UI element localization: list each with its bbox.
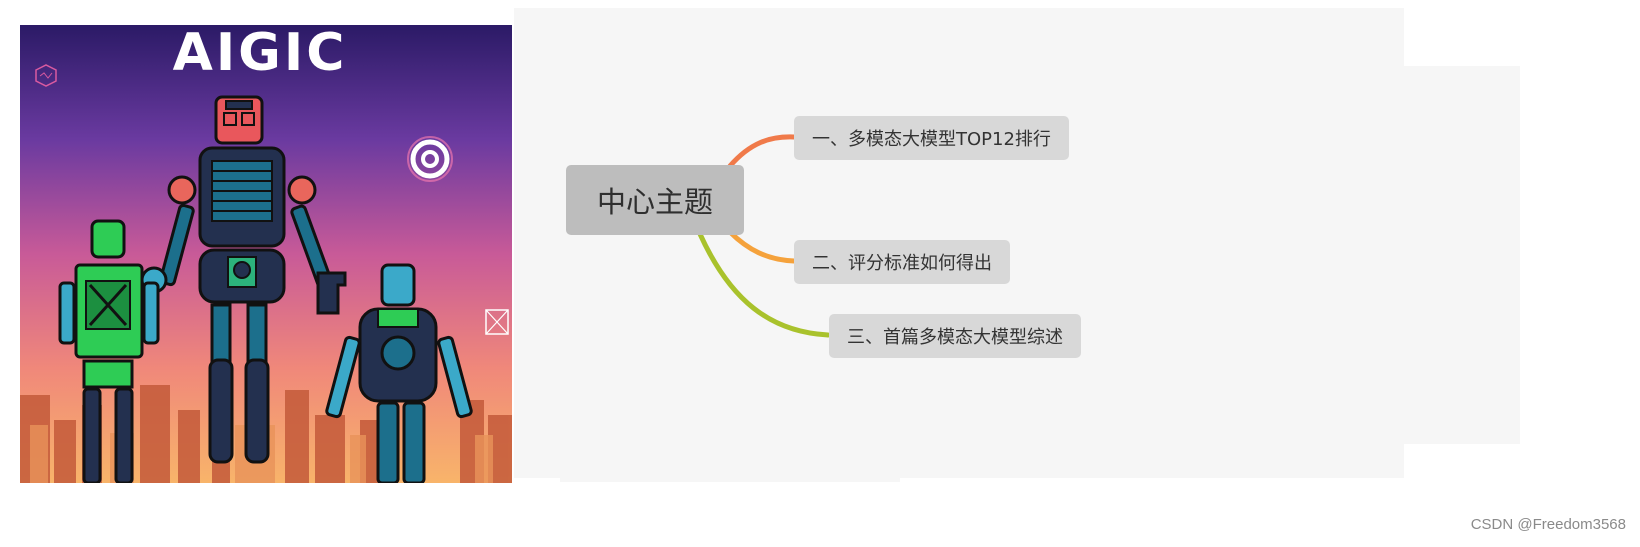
mindmap-background-ext [1350,66,1520,444]
logo-icon [35,64,57,87]
branch-label-3: 三、首篇多模态大模型综述 [847,327,1063,348]
csdn-watermark: CSDN @Freedom3568 [1470,516,1626,533]
connector-line-1 [727,134,797,169]
branch-node-3[interactable]: 三、首篇多模态大模型综述 [829,314,1081,358]
center-topic-label: 中心主题 [596,185,713,219]
branch-node-1[interactable]: 一、多模态大模型TOP12排行 [794,116,1069,160]
broken-image-icon [485,309,509,335]
center-topic-node[interactable]: 中心主题 [566,165,744,235]
mindmap-background-tail [560,470,900,482]
robot-illustration: AIGIC [20,25,512,483]
navy-robot [325,263,473,483]
connector-line-3 [697,231,831,338]
poster-title: AIGIC [173,25,348,83]
branch-label-1: 一、多模态大模型TOP12排行 [812,129,1051,150]
aigic-poster-image: AIGIC [20,25,512,483]
branch-node-2[interactable]: 二、评分标准如何得出 [794,240,1010,284]
branch-label-2: 二、评分标准如何得出 [812,253,992,274]
connector-line-2 [727,229,797,264]
green-robot [58,219,160,483]
target-icon [407,136,453,182]
tall-robot [140,95,347,464]
